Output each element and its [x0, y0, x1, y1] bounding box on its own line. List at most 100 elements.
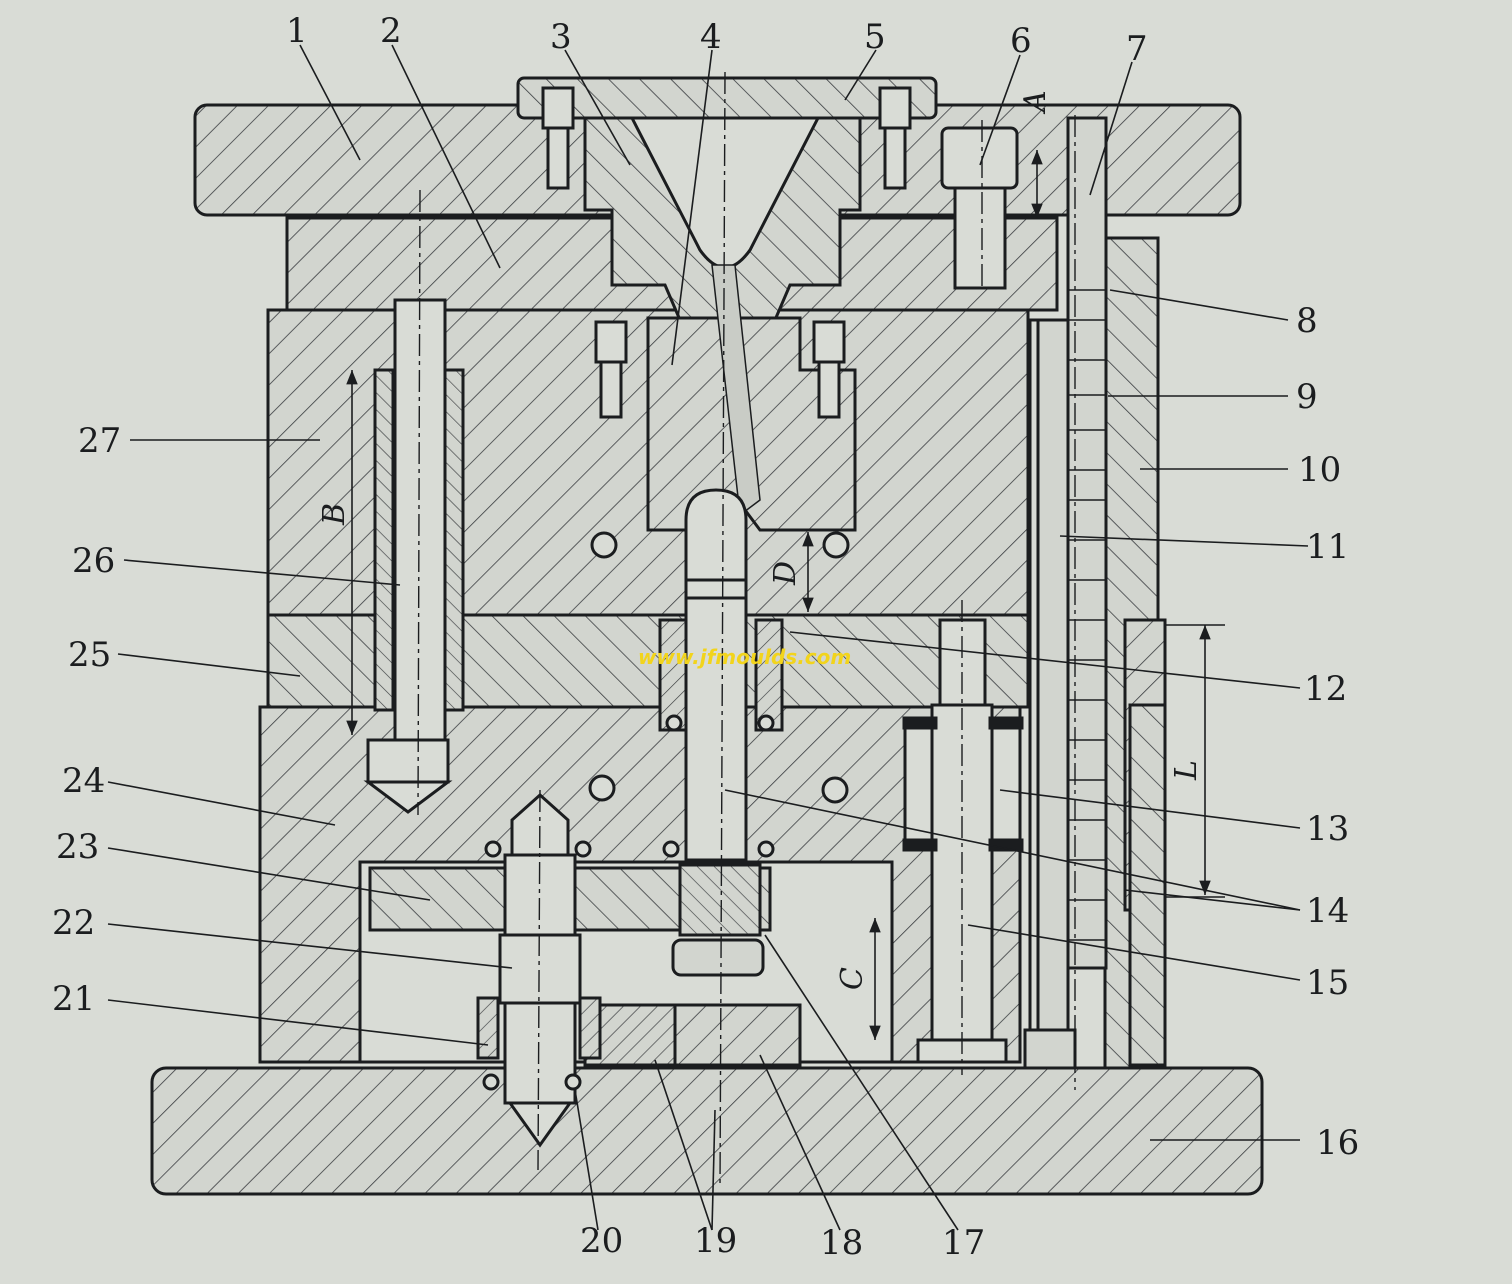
label-21: 21 — [52, 979, 95, 1019]
core-pin-collar — [684, 578, 748, 600]
label-9: 9 — [1296, 377, 1318, 417]
core-screw-left — [594, 320, 628, 364]
core-screw-right-shank — [817, 360, 841, 419]
leader-19b — [711, 1109, 716, 1231]
dimension-labels: A B D C L — [317, 90, 1204, 990]
label-20: 20 — [580, 1221, 623, 1261]
pin-sleeve-left — [658, 618, 688, 732]
label-3: 3 — [550, 17, 572, 57]
bearing-ball — [564, 1073, 582, 1091]
dimension-lines — [346, 150, 1225, 1040]
leader-20 — [574, 1089, 599, 1231]
label-15: 15 — [1306, 963, 1349, 1003]
label-27: 27 — [78, 421, 121, 461]
bearing-ball — [757, 714, 775, 732]
flange-screw-left — [541, 86, 575, 130]
bottom-clamp-plate — [150, 1066, 1264, 1196]
threaded-core — [1066, 116, 1108, 970]
leader-8 — [1109, 289, 1289, 321]
cooling-hole — [590, 531, 618, 559]
leader-21 — [107, 999, 489, 1046]
label-5: 5 — [864, 17, 886, 57]
spring-cap-top-right — [988, 716, 1024, 730]
label-7: 7 — [1126, 29, 1148, 69]
label-18: 18 — [820, 1223, 863, 1263]
leader-11 — [1059, 535, 1309, 547]
leader-17 — [764, 934, 959, 1231]
mold-body — [150, 76, 1264, 1196]
watermark: www.jfmoulds.com — [638, 645, 851, 669]
shaft-centerline — [537, 789, 541, 1171]
screw-head — [940, 126, 1019, 190]
guide-bush-left — [373, 368, 395, 712]
guide-pin-head — [366, 738, 450, 784]
shaft-tip — [507, 1101, 573, 1148]
dim-c: C — [835, 967, 870, 990]
cooling-hole — [821, 776, 849, 804]
label-10: 10 — [1298, 450, 1341, 490]
label-17: 17 — [942, 1223, 985, 1263]
core-screw-left-shank — [599, 360, 623, 419]
label-1: 1 — [286, 11, 308, 51]
guide-pin-centerline — [417, 189, 421, 816]
shaft-middle — [498, 933, 582, 1005]
bearing-ball — [665, 714, 683, 732]
label-25: 25 — [68, 635, 111, 675]
leader-6 — [979, 54, 1021, 166]
dim-a: A — [1018, 90, 1053, 115]
label-24: 24 — [62, 761, 105, 801]
dim-b: B — [317, 503, 352, 526]
label-8: 8 — [1296, 301, 1318, 341]
bearing-ball — [757, 840, 775, 858]
shaft-bearing-right — [578, 996, 602, 1060]
leader-lines — [107, 44, 1309, 1231]
label-13: 13 — [1306, 809, 1349, 849]
flange-screw-right — [878, 86, 912, 130]
leader-13 — [999, 789, 1301, 829]
gear-hub — [678, 863, 762, 937]
bearing-ball — [574, 840, 592, 858]
label-2: 2 — [380, 11, 402, 51]
column-foot — [1023, 1028, 1077, 1070]
shaft-lower — [503, 1001, 577, 1105]
cooling-hole — [588, 774, 616, 802]
leader-12 — [789, 631, 1301, 689]
label-4: 4 — [700, 17, 722, 57]
main-centerline — [719, 71, 726, 1189]
leader-25 — [117, 653, 301, 677]
cooling-hole — [822, 531, 850, 559]
core-screw-right — [812, 320, 846, 364]
label-23: 23 — [56, 827, 99, 867]
label-26: 26 — [72, 541, 115, 581]
locating-ring — [516, 76, 938, 120]
spring-cap-top-left — [902, 716, 938, 730]
leader-18 — [759, 1054, 841, 1231]
leader-15 — [967, 924, 1301, 981]
screw-shank — [953, 186, 1007, 290]
leader-19a — [654, 1059, 713, 1231]
label-12: 12 — [1304, 669, 1347, 709]
leader-14a — [724, 789, 1301, 911]
bearing-ball — [484, 840, 502, 858]
right-lower-housing — [1128, 703, 1167, 1067]
leader-3 — [564, 49, 631, 166]
guide-bush-right — [443, 368, 465, 712]
guide-pin-tip — [363, 780, 453, 814]
leader-4 — [671, 49, 713, 366]
leader-1 — [299, 44, 361, 161]
leader-26 — [123, 559, 401, 586]
dim-d: D — [768, 561, 803, 586]
bearing-ball — [662, 840, 680, 858]
thread-lines — [1068, 289, 1106, 941]
core-pin — [684, 488, 748, 862]
guide-pin — [393, 298, 447, 742]
leader-23 — [107, 847, 431, 901]
label-14: 14 — [1306, 891, 1349, 931]
leader-14b — [1124, 889, 1301, 911]
flange-screw-left-shank — [546, 126, 570, 190]
label-22: 22 — [52, 903, 95, 943]
label-11: 11 — [1306, 527, 1349, 567]
label-16: 16 — [1316, 1123, 1359, 1163]
